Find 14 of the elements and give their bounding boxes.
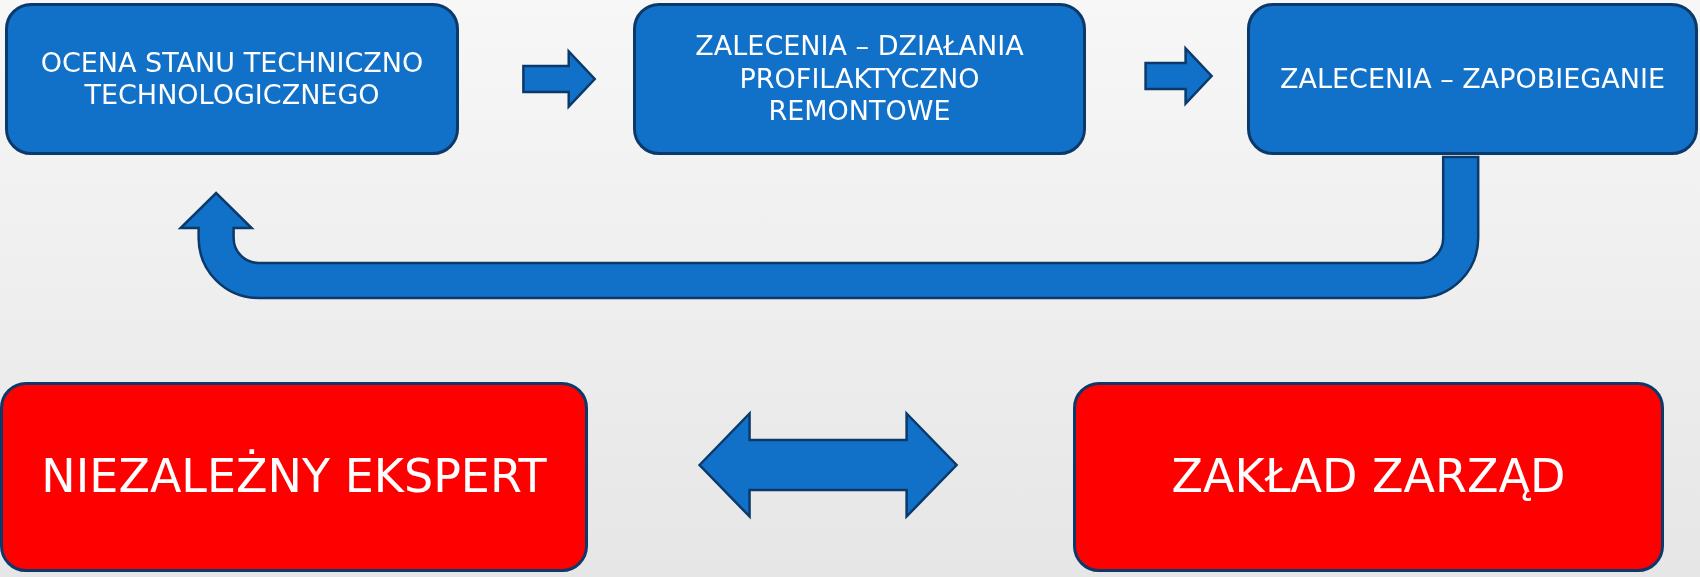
process-box — [1073, 382, 1664, 572]
block-arrow — [1144, 45, 1214, 107]
process-box — [5, 3, 459, 155]
process-box — [1247, 3, 1698, 155]
box-label: ZALECENIA – DZIAŁANIA PROFILAKTYCZNO REMONTOWE — [694, 30, 1025, 128]
box-label: NIEZALEŻNY EKSPERT — [41, 448, 547, 506]
block-arrow — [179, 155, 1480, 300]
process-box — [633, 3, 1086, 155]
box-label: ZALECENIA – ZAPOBIEGANIE — [1280, 62, 1665, 96]
block-arrow — [522, 48, 597, 110]
process-box — [0, 382, 588, 572]
block-arrow — [697, 410, 959, 520]
box-label: ZAKŁAD ZARZĄD — [1171, 448, 1566, 506]
box-label: OCENA STANU TECHNICZNO TECHNOLOGICZNEGO — [39, 46, 425, 112]
